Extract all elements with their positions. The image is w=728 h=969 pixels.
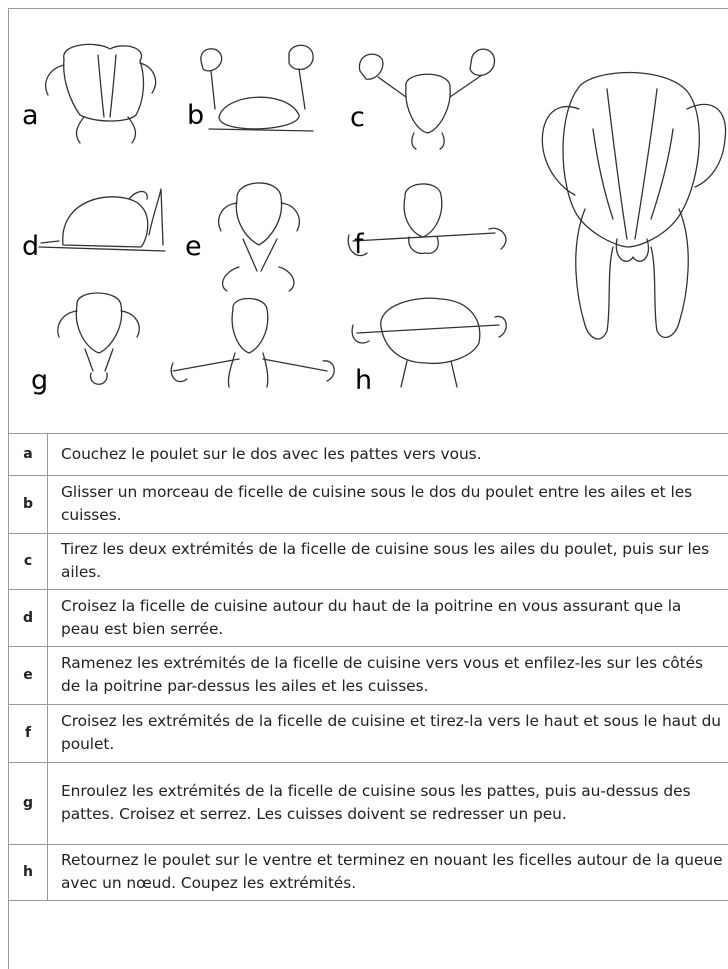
step-text: Retournez le poulet sur le ventre et ter… <box>47 844 728 901</box>
step-c-letter: c <box>350 102 365 133</box>
step-e-letter: e <box>185 231 202 262</box>
table-row: h Retournez le poulet sur le ventre et t… <box>9 844 728 901</box>
table-row: b Glisser un morceau de ficelle de cuisi… <box>9 475 728 534</box>
chicken-step-d-image <box>38 188 166 252</box>
step-a-letter: a <box>22 100 39 131</box>
table-row: a Couchez le poulet sur le dos avec les … <box>9 434 728 476</box>
chicken-step-f-image <box>347 183 507 257</box>
step-text: Tirez les deux extrémités de la ficelle … <box>47 533 728 590</box>
step-key: f <box>9 704 48 763</box>
step-key: c <box>9 533 48 590</box>
step-g-letter: g <box>31 365 49 396</box>
steps-table: a Couchez le poulet sur le dos avec les … <box>9 434 728 901</box>
step-f-letter: f <box>354 229 364 260</box>
trussed-chicken-large-image <box>541 71 727 340</box>
illustration-drawing <box>38 43 727 388</box>
step-h-letter: h <box>355 365 373 396</box>
step-d-letter: d <box>22 231 40 262</box>
step-text: Croisez les extrémités de la ficelle de … <box>47 704 728 763</box>
table-row: d Croisez la ficelle de cuisine autour d… <box>9 589 728 647</box>
table-row: c Tirez les deux extrémités de la ficell… <box>9 533 728 590</box>
step-b-letter: b <box>187 100 205 131</box>
step-key: a <box>9 434 48 476</box>
chicken-step-a-image <box>45 43 157 144</box>
chicken-step-g-image <box>57 292 140 385</box>
chicken-step-h-image <box>351 297 507 388</box>
chicken-step-e-image <box>218 182 300 292</box>
step-key: e <box>9 646 48 705</box>
step-text: Ramenez les extrémités de la ficelle de … <box>47 646 728 705</box>
step-text: Enroulez les extrémités de la ficelle de… <box>47 762 728 845</box>
chicken-step-b-image <box>200 44 314 132</box>
step-text: Croisez la ficelle de cuisine autour du … <box>47 589 728 647</box>
step-key: b <box>9 475 48 534</box>
table-row: e Ramenez les extrémités de la ficelle d… <box>9 646 728 705</box>
step-text: Couchez le poulet sur le dos avec les pa… <box>47 434 728 476</box>
step-key: d <box>9 589 48 647</box>
step-key: h <box>9 844 48 901</box>
table-row: f Croisez les extrémités de la ficelle d… <box>9 704 728 763</box>
step-text: Glisser un morceau de ficelle de cuisine… <box>47 475 728 534</box>
trussing-illustration: a b c d e f g h <box>9 9 728 434</box>
step-key: g <box>9 762 48 845</box>
instruction-sheet: a b c d e f g h a Couchez le poulet sur … <box>8 8 728 969</box>
chicken-step-g2-image <box>170 297 335 388</box>
chicken-step-c-image <box>358 48 496 150</box>
table-row: g Enroulez les extrémités de la ficelle … <box>9 762 728 845</box>
